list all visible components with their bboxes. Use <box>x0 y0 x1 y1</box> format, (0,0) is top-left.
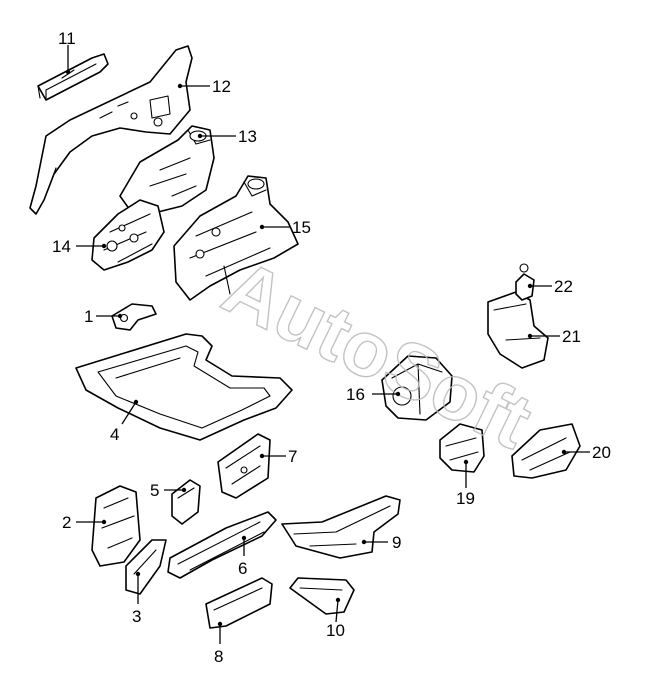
callout-1: 1 <box>84 307 93 326</box>
leader-dots <box>65 69 567 627</box>
callout-15: 15 <box>292 218 311 237</box>
part-5-small-bracket <box>171 479 201 525</box>
part-3-lower-bracket <box>125 539 167 595</box>
watermark-text: AutoSoft <box>211 242 545 465</box>
callout-12: 12 <box>212 77 231 96</box>
callout-16: 16 <box>346 385 365 404</box>
callout-labels: 11 12 13 14 15 1 4 7 5 2 3 6 9 8 10 16 1… <box>52 29 611 666</box>
callout-9: 9 <box>392 533 401 552</box>
callout-4: 4 <box>110 425 119 444</box>
part-10-bracket <box>289 577 355 615</box>
part-16-mount-block <box>381 355 453 421</box>
callout-10: 10 <box>326 621 345 640</box>
callout-3: 3 <box>132 607 141 626</box>
callout-8: 8 <box>214 647 223 666</box>
part-20-bracket <box>511 423 581 479</box>
part-15-strut-assembly <box>173 175 299 301</box>
part-7-bracket <box>217 433 271 499</box>
part-21-housing <box>487 291 549 369</box>
part-4-floor-panel <box>75 333 293 441</box>
leader-lines <box>67 45 590 644</box>
part-19-bracket <box>439 423 485 473</box>
part-11-rail-bracket <box>37 53 109 101</box>
part-14-strut-tower <box>119 125 215 215</box>
part-8-lower-plate <box>205 577 273 629</box>
callout-20: 20 <box>592 443 611 462</box>
part-9-long-member <box>281 495 401 559</box>
callout-13: 14 <box>52 237 71 256</box>
part-22-fitting <box>515 263 535 301</box>
callout-21: 21 <box>562 327 581 346</box>
callout-7: 7 <box>288 447 297 466</box>
part-12-fender-panel <box>29 45 193 215</box>
callout-19: 19 <box>456 489 475 508</box>
callout-11: 11 <box>58 29 76 48</box>
callout-14: 13 <box>238 127 257 146</box>
part-2-box-bracket <box>91 485 141 567</box>
part-6-long-rail <box>167 511 277 579</box>
callout-5: 5 <box>150 481 159 500</box>
callout-2: 2 <box>62 513 71 532</box>
part-13-wheelhouse-reinforcement <box>91 199 165 271</box>
callout-6: 6 <box>238 559 247 578</box>
callout-22: 22 <box>554 277 573 296</box>
